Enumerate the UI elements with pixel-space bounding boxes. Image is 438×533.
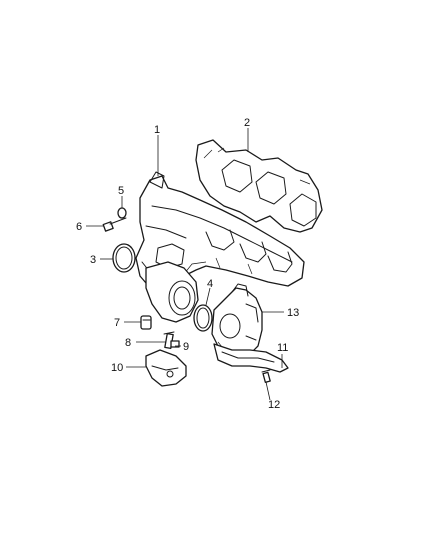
throttle-bracket (213, 343, 289, 373)
screw-part-12 (261, 369, 271, 383)
callout-4: 4 (207, 278, 213, 290)
bolt-part-6 (102, 217, 127, 232)
callout-13: 13 (287, 307, 299, 319)
bolt-part-7 (140, 315, 152, 330)
manifold-inlet-neck (145, 261, 199, 323)
callout-2: 2 (244, 117, 250, 129)
callout-8: 8 (125, 337, 131, 349)
manifold-gasket (195, 139, 323, 233)
washer-part-5 (117, 207, 127, 219)
callout-1: 1 (154, 124, 160, 136)
callout-9: 9 (183, 341, 189, 353)
callout-11: 11 (277, 342, 288, 354)
callout-labels: 1 2 3 4 5 6 7 8 9 10 11 12 13 (76, 117, 299, 411)
throttle-body-gasket (193, 304, 213, 332)
o-ring-seal (112, 243, 136, 273)
nut-part-9 (170, 340, 180, 348)
mounting-bracket (145, 349, 187, 387)
callout-6: 6 (76, 221, 82, 233)
callout-12: 12 (268, 399, 280, 411)
callout-5: 5 (118, 185, 124, 197)
callout-7: 7 (114, 317, 120, 329)
leader-4 (205, 287, 211, 306)
callout-10: 10 (111, 362, 123, 374)
callout-3: 3 (90, 254, 96, 266)
leader-12 (265, 381, 271, 401)
upper-intake-manifold (135, 171, 305, 313)
leader-lines (86, 128, 284, 401)
